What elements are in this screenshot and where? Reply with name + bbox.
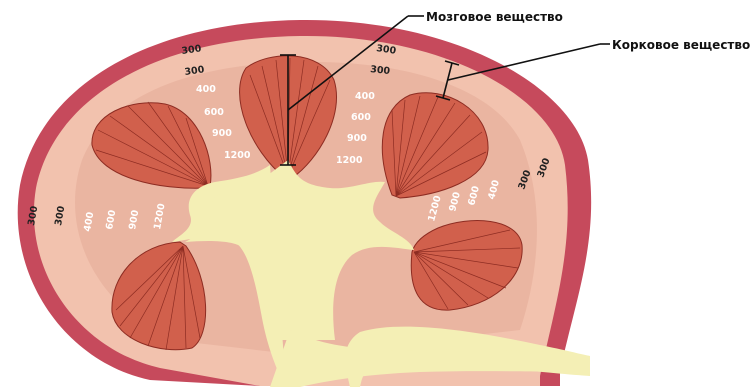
osm-label: 900 — [212, 128, 232, 139]
osm-label: 1200 — [224, 150, 251, 161]
cortex-label: Корковое вещество — [612, 38, 750, 52]
osm-label: 400 — [355, 91, 375, 102]
medulla-label: Мозговое вещество — [426, 10, 563, 24]
osm-label: 600 — [351, 112, 371, 123]
osm-label: 400 — [196, 84, 216, 95]
osm-label: 600 — [204, 107, 224, 118]
osm-label: 900 — [347, 133, 367, 144]
osm-label: 1200 — [336, 155, 363, 166]
osm-label: 300 — [370, 64, 391, 77]
